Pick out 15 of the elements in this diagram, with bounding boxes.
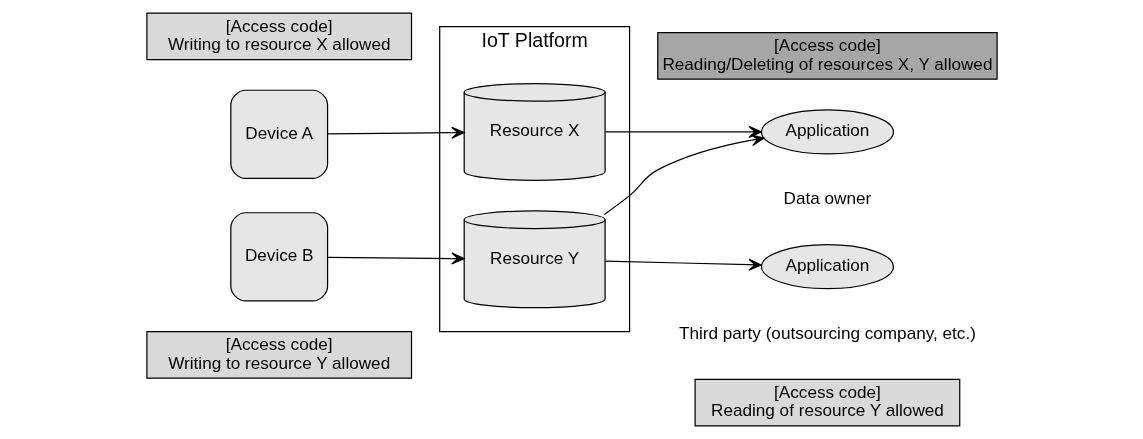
node-label: Data owner [783,187,871,208]
node-ellipse: Application [760,109,894,155]
arrow [326,252,465,265]
arrow [603,134,765,216]
node-box: Device A [229,89,328,180]
node-label: Third party (outsourcing company, etc.) [678,322,976,343]
node-ellipse: Application [760,244,894,290]
node-box: Device B [229,212,328,302]
arrow [326,126,465,139]
arrow [604,258,762,271]
node-box: [Access code] Reading/Deleting of resources X, Y allowed [656,32,998,80]
node-box: [Access code] Reading of resource Y allowed [694,378,960,427]
arrow [604,125,762,139]
node-box: [Access code] Writing to resource X allowed [145,12,412,61]
node-box: [Access code] Writing to resource Y allowed [145,330,412,379]
